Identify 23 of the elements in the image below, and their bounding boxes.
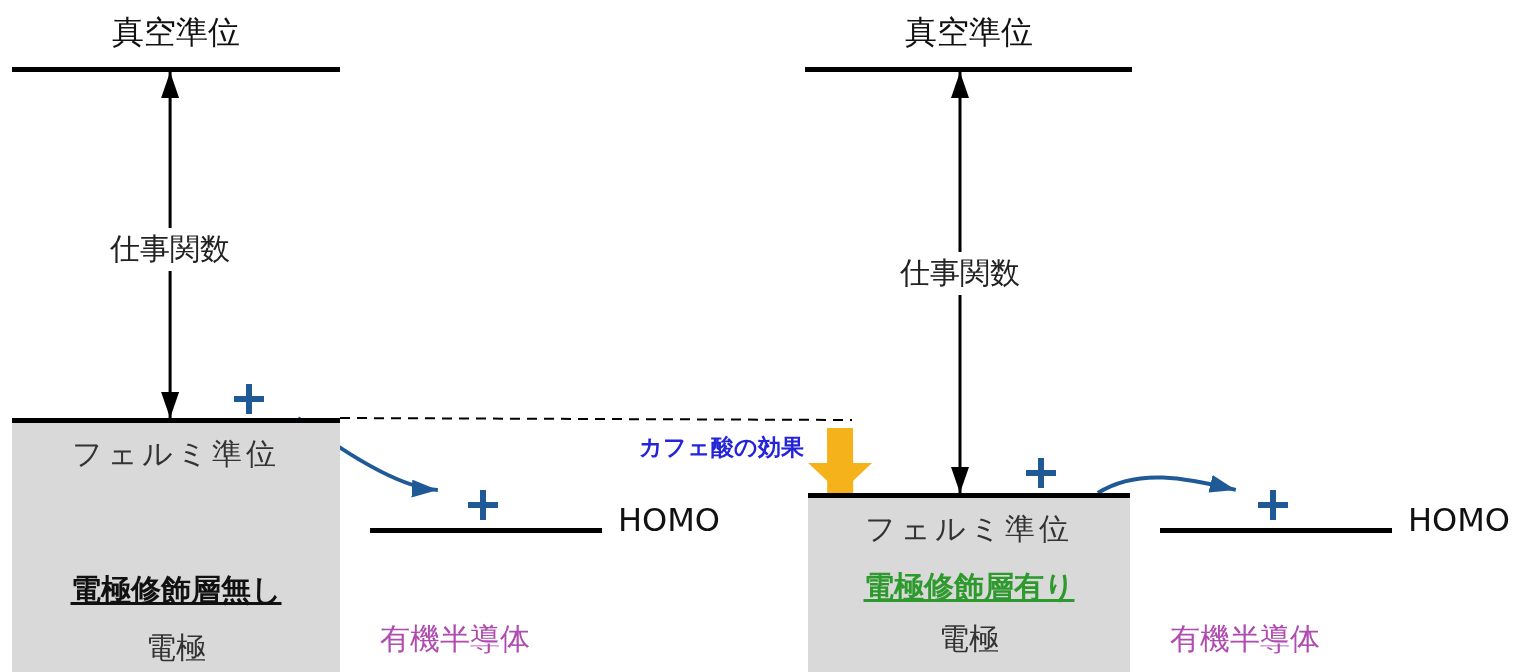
level-label: 真空準位 (112, 14, 240, 51)
arrow (1096, 475, 1237, 495)
arrow (808, 427, 873, 494)
arrow (296, 416, 439, 496)
edge-label: 仕事関数 (108, 228, 232, 271)
electrode-condition-label: 電極修飾層無し (70, 573, 282, 608)
arrow (951, 72, 969, 493)
level-label: フェルミ準位 (865, 512, 1073, 547)
material-label: 有機半導体 (1170, 622, 1320, 657)
material-label: 有機半導体 (380, 622, 530, 657)
level-label: HOMO (1408, 502, 1511, 539)
edge-label: カフェ酸の効果 (639, 434, 804, 461)
electrode-label: 電極 (146, 631, 206, 666)
electrode-condition-label: 電極修飾層有り (863, 570, 1075, 605)
electrode-block (808, 493, 1130, 672)
reference-line (339, 417, 853, 421)
electrode-block (12, 418, 340, 672)
level-label: フェルミ準位 (72, 437, 280, 472)
electrode-label: 電極 (939, 622, 999, 657)
edge-label: 仕事関数 (898, 252, 1022, 295)
level-label: HOMO (618, 502, 721, 539)
arrow (161, 72, 180, 418)
level-label: 真空準位 (904, 14, 1033, 51)
